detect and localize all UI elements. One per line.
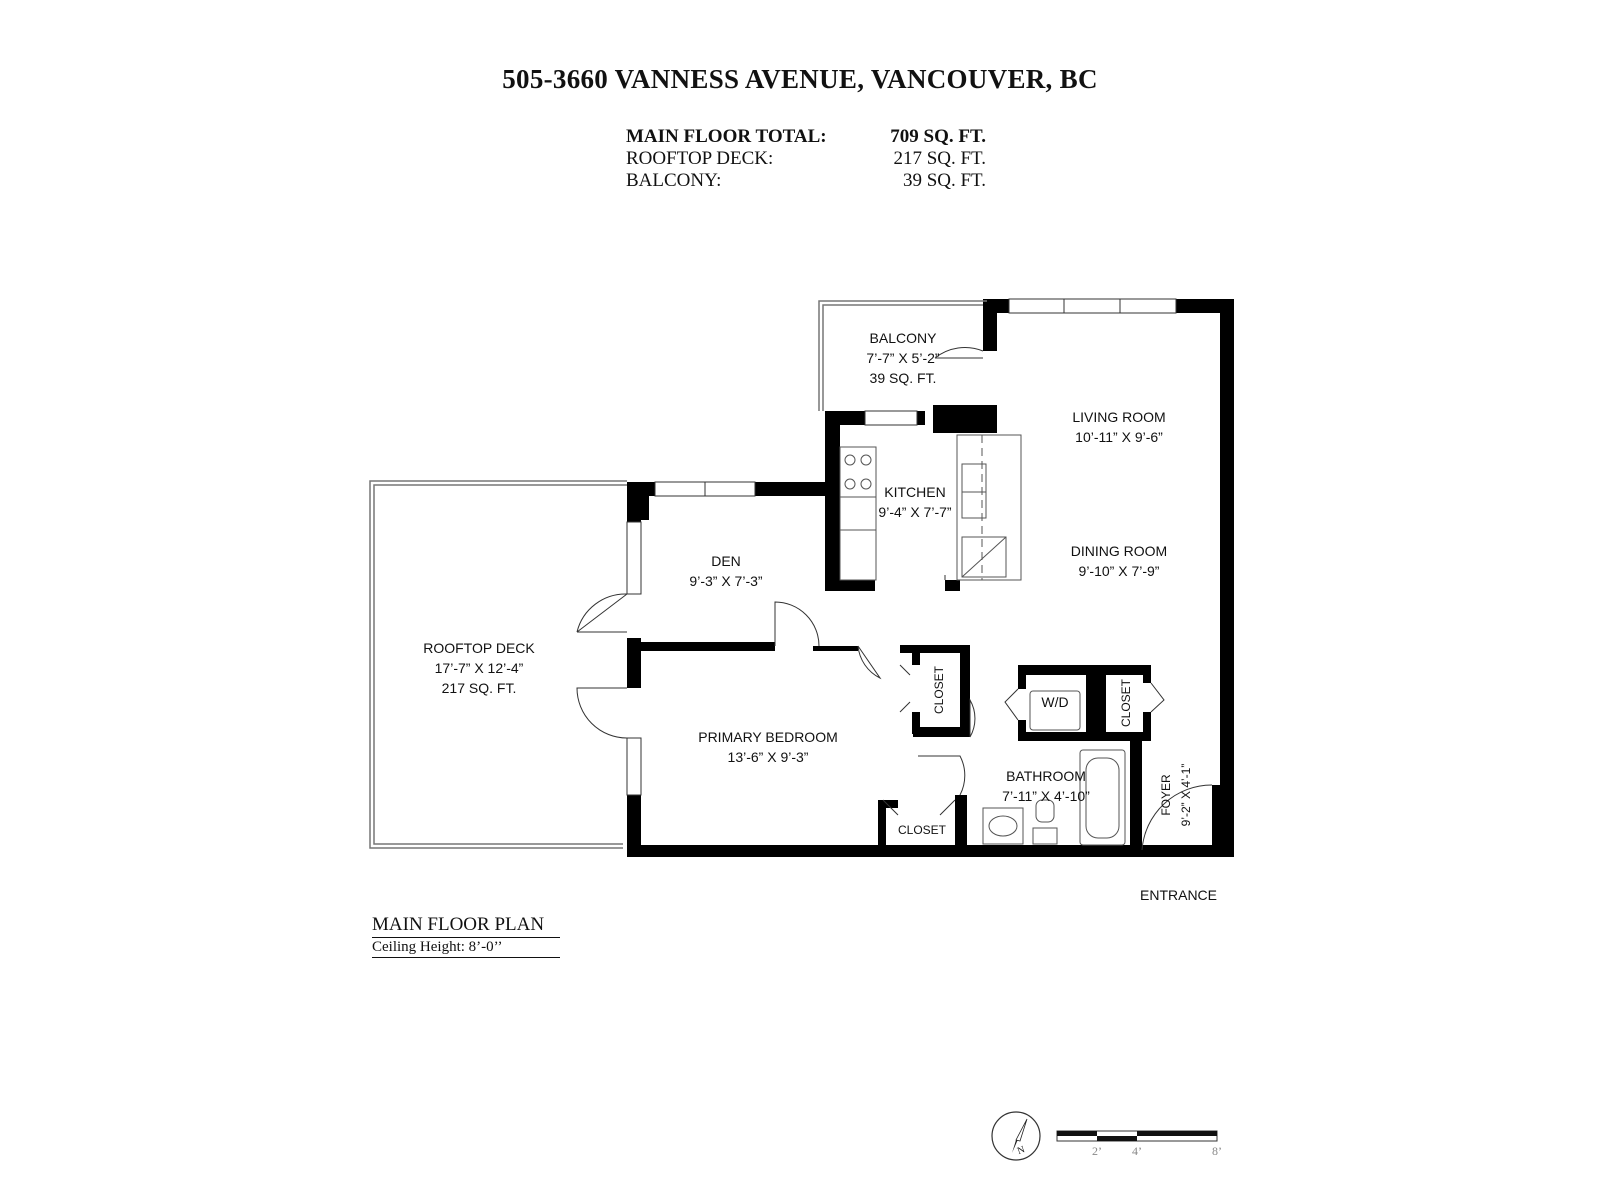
balcony-name: BALCONY <box>870 330 938 346</box>
scale-tick-label: 4’ <box>1132 1144 1142 1158</box>
dining-room-dims: 9’-10” X 7’-9” <box>1079 563 1160 579</box>
scale-tick-label: 8’ <box>1212 1144 1222 1158</box>
primary-bedroom-dims: 13’-6” X 9’-3” <box>728 749 809 765</box>
scale-tick-label: 2’ <box>1092 1144 1102 1158</box>
bathroom-fixtures <box>982 690 1126 846</box>
walls <box>627 299 1234 857</box>
den-name: DEN <box>711 553 741 569</box>
closet-label: CLOSET <box>1119 678 1133 727</box>
entrance-label: ENTRANCE <box>1140 887 1218 903</box>
bathroom-dims: 7’-11” X 4’-10” <box>1002 788 1090 804</box>
doors <box>576 347 1213 851</box>
balcony-railing <box>818 300 987 411</box>
kitchen-name: KITCHEN <box>884 484 945 500</box>
washer-dryer-label: W/D <box>1041 694 1068 710</box>
closet-label: CLOSET <box>898 823 947 837</box>
rooftop-deck-area: 217 SQ. FT. <box>442 680 517 696</box>
windows <box>626 298 1177 796</box>
foyer-dims: 9’-2” X 4’-1” <box>1179 764 1193 827</box>
area-value: 709 SQ. FT. <box>890 126 986 147</box>
dining-room-name: DINING ROOM <box>1071 543 1167 559</box>
rooftop-deck-railing <box>369 480 627 849</box>
living-room-name: LIVING ROOM <box>1072 409 1165 425</box>
rooftop-deck-dims: 17’-7” X 12’-4” <box>435 660 524 676</box>
area-row-balcony: BALCONY: 39 SQ. FT. <box>626 170 986 192</box>
den-dims: 9’-3” X 7’-3” <box>689 573 762 589</box>
balcony-area: 39 SQ. FT. <box>870 370 937 386</box>
room-labels: BALCONY 7’-7” X 5’-2” 39 SQ. FT. LIVING … <box>423 330 1193 837</box>
area-summary: MAIN FLOOR TOTAL: 709 SQ. FT. ROOFTOP DE… <box>626 126 986 192</box>
area-label: BALCONY: <box>626 170 722 191</box>
floor-plan-title-text: MAIN FLOOR PLAN <box>372 914 560 938</box>
rooftop-deck-name: ROOFTOP DECK <box>423 640 535 656</box>
compass-label: N <box>1016 1144 1027 1157</box>
foyer-name: FOYER <box>1159 774 1173 816</box>
kitchen-dims: 9’-4” X 7’-7” <box>878 504 951 520</box>
area-row-main: MAIN FLOOR TOTAL: 709 SQ. FT. <box>626 126 986 148</box>
kitchen-fixtures <box>839 434 1022 581</box>
area-value: 217 SQ. FT. <box>893 148 986 169</box>
area-row-rooftop: ROOFTOP DECK: 217 SQ. FT. <box>626 148 986 170</box>
floor-plan-title: MAIN FLOOR PLAN <box>372 914 560 938</box>
balcony-dims: 7’-7” X 5’-2” <box>866 350 939 366</box>
closet-label: CLOSET <box>932 665 946 714</box>
ceiling-height: Ceiling Height: 8’-0’’ <box>372 939 560 958</box>
bathroom-name: BATHROOM <box>1006 768 1086 784</box>
area-label: MAIN FLOOR TOTAL: <box>626 126 827 147</box>
primary-bedroom-name: PRIMARY BEDROOM <box>698 729 838 745</box>
area-value: 39 SQ. FT. <box>902 170 986 191</box>
scale-bar: 2’ 4’ 8’ <box>1056 1130 1222 1158</box>
north-arrow-icon: N <box>991 1111 1041 1161</box>
living-room-dims: 10’-11” X 9’-6” <box>1075 429 1163 445</box>
area-label: ROOFTOP DECK: <box>626 148 774 169</box>
page-title: 505-3660 VANNESS AVENUE, VANCOUVER, BC <box>502 64 1098 94</box>
